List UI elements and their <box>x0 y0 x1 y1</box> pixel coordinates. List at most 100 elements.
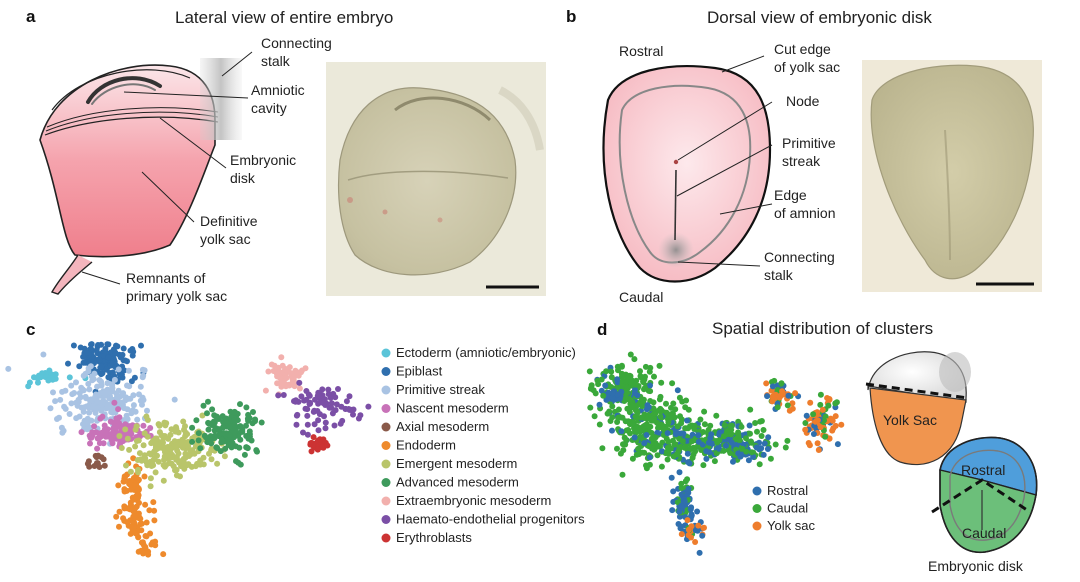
point <box>203 434 209 441</box>
point <box>96 356 103 363</box>
label-connecting-stalk-a: Connecting <box>261 35 332 51</box>
point <box>35 379 41 386</box>
point <box>76 363 83 370</box>
point <box>624 405 631 412</box>
point <box>643 422 650 429</box>
point <box>620 447 627 454</box>
point <box>78 384 85 391</box>
point <box>101 390 108 397</box>
point <box>248 437 255 444</box>
point <box>659 448 666 455</box>
point <box>206 450 212 457</box>
point <box>124 406 131 413</box>
point <box>760 451 767 458</box>
point <box>608 374 615 381</box>
label-definitive-yolk-sac-2: yolk sac <box>200 231 251 247</box>
point <box>591 413 598 420</box>
point <box>293 412 300 419</box>
point <box>147 530 154 537</box>
point <box>333 401 340 408</box>
point <box>774 387 781 393</box>
point <box>614 379 621 386</box>
point <box>328 404 335 411</box>
point <box>757 418 764 425</box>
point <box>747 406 754 413</box>
point <box>355 415 362 422</box>
point <box>743 435 749 442</box>
point <box>40 351 47 358</box>
legend-swatch <box>381 385 391 395</box>
point <box>769 393 776 400</box>
point <box>664 456 671 463</box>
point <box>756 461 763 468</box>
point <box>350 411 356 418</box>
point <box>86 409 93 416</box>
point <box>171 396 178 403</box>
point <box>151 507 158 514</box>
point <box>286 382 293 389</box>
point <box>147 425 154 431</box>
point <box>119 351 126 358</box>
legend-label: Nascent mesoderm <box>396 401 509 416</box>
point <box>651 373 657 380</box>
point <box>161 448 168 455</box>
point <box>85 368 92 375</box>
point <box>627 351 634 358</box>
legend-label: Haemato-endothelial progenitors <box>396 512 585 527</box>
point <box>685 487 692 494</box>
label-definitive-yolk-sac: Definitive <box>200 213 258 229</box>
umap-clusters-plot <box>5 341 372 558</box>
point <box>654 419 660 426</box>
point <box>292 397 299 404</box>
label-embryonic-disk: Embryonic <box>230 152 296 168</box>
point <box>657 413 664 420</box>
point <box>652 442 659 449</box>
point <box>817 401 824 408</box>
point <box>331 422 338 429</box>
point <box>324 442 331 449</box>
point <box>135 476 142 483</box>
yolk-sac-schematic: Yolk Sac <box>865 351 971 466</box>
point <box>676 394 683 401</box>
point <box>276 368 283 375</box>
point <box>608 384 615 390</box>
point <box>305 391 312 398</box>
point <box>825 402 832 409</box>
point <box>280 392 287 398</box>
point <box>629 455 636 462</box>
point <box>681 444 688 451</box>
point <box>173 466 180 473</box>
point <box>321 413 327 420</box>
point <box>645 404 652 411</box>
point <box>587 404 594 411</box>
panel-d-letter: d <box>597 320 607 339</box>
point <box>735 418 742 425</box>
point <box>194 460 201 467</box>
point <box>786 407 793 414</box>
point <box>620 441 626 448</box>
point <box>80 408 87 415</box>
point <box>322 425 329 432</box>
point <box>667 414 674 421</box>
point <box>93 396 100 403</box>
point <box>685 526 692 533</box>
point <box>311 421 318 428</box>
point <box>226 432 233 439</box>
point <box>125 367 132 374</box>
point <box>128 486 134 493</box>
point <box>150 437 157 444</box>
point <box>658 379 665 386</box>
connecting-stalk-shading <box>200 58 242 140</box>
point <box>146 507 153 514</box>
point <box>98 407 105 414</box>
point <box>743 448 750 455</box>
point <box>815 447 822 453</box>
point <box>631 356 638 363</box>
point <box>703 448 710 455</box>
point <box>328 400 335 407</box>
point <box>304 406 311 413</box>
point <box>199 412 206 419</box>
point <box>278 354 285 361</box>
point <box>750 453 757 460</box>
point <box>633 451 640 458</box>
